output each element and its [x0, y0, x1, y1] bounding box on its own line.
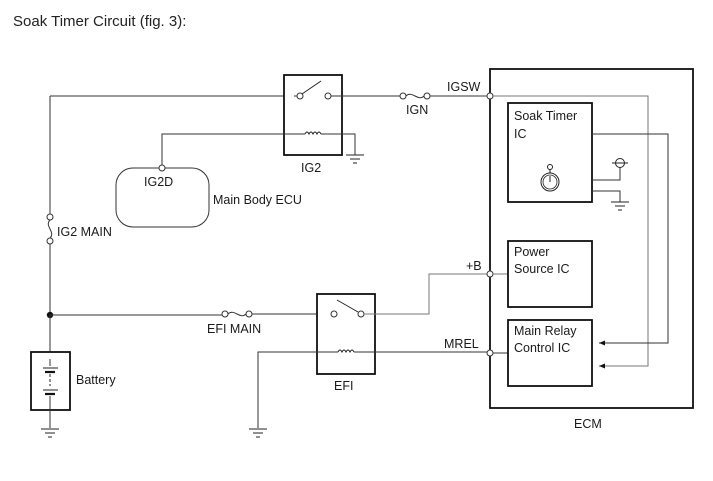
power-source-label-1: Power [514, 245, 549, 259]
main-relay-label-1: Main Relay [514, 324, 577, 338]
main-relay-control-ic [507, 319, 593, 387]
wire-soak-timer-ground [592, 190, 621, 202]
ig2-main-label: IG2 MAIN [57, 225, 112, 239]
ig2-relay [283, 74, 343, 156]
ground-icon [611, 201, 629, 211]
wire-coil-to-ground [321, 133, 356, 155]
wire-ig2d-to-coil [161, 133, 305, 165]
efi-relay [316, 293, 376, 375]
igsw-terminal [486, 92, 494, 100]
ground-icon [41, 428, 59, 438]
stopwatch-icon [540, 164, 560, 192]
diagram-title: Soak Timer Circuit (fig. 3): [13, 13, 187, 30]
main-relay-label-2: Control IC [514, 341, 570, 355]
efi-relay-label: EFI [334, 379, 353, 393]
efi-main-label: EFI MAIN [207, 322, 261, 336]
main-body-ecu-label: Main Body ECU [213, 193, 302, 207]
efi-main-fuse [221, 310, 253, 318]
arrow-icon [599, 340, 605, 346]
power-source-label-2: Source IC [514, 262, 570, 276]
ground-icon [249, 428, 267, 438]
soak-timer-label-2: IC [514, 127, 527, 141]
ig2-relay-label: IG2 [301, 161, 321, 175]
battery-label: Battery [76, 373, 116, 387]
wire-top-left [49, 95, 294, 215]
ign-fuse [399, 92, 431, 100]
mrel-terminal [486, 349, 494, 357]
ig2-main-fuse [46, 213, 54, 315]
main-body-ecu [115, 164, 210, 228]
wire-soak-timer-to-main-relay [592, 133, 669, 344]
wire-efi-to-plus-b [364, 273, 488, 315]
ecm-label: ECM [574, 417, 602, 431]
power-supply-icon [612, 158, 628, 168]
ign-label: IGN [406, 103, 428, 117]
plus-b-terminal [486, 270, 494, 278]
mrel-label: MREL [444, 337, 479, 351]
wire-soak-timer-supply [592, 166, 621, 181]
power-source-ic [507, 240, 593, 308]
arrow-icon [599, 363, 605, 369]
wire-igsw-to-main-relay [493, 95, 649, 367]
ground-icon [346, 154, 364, 164]
soak-timer-label-1: Soak Timer [514, 109, 577, 123]
ig2d-label: IG2D [144, 175, 173, 189]
battery-symbol [30, 315, 71, 428]
plus-b-label: +B [466, 259, 482, 273]
wire-efi-coil-to-ground [257, 351, 338, 428]
igsw-label: IGSW [447, 80, 481, 94]
